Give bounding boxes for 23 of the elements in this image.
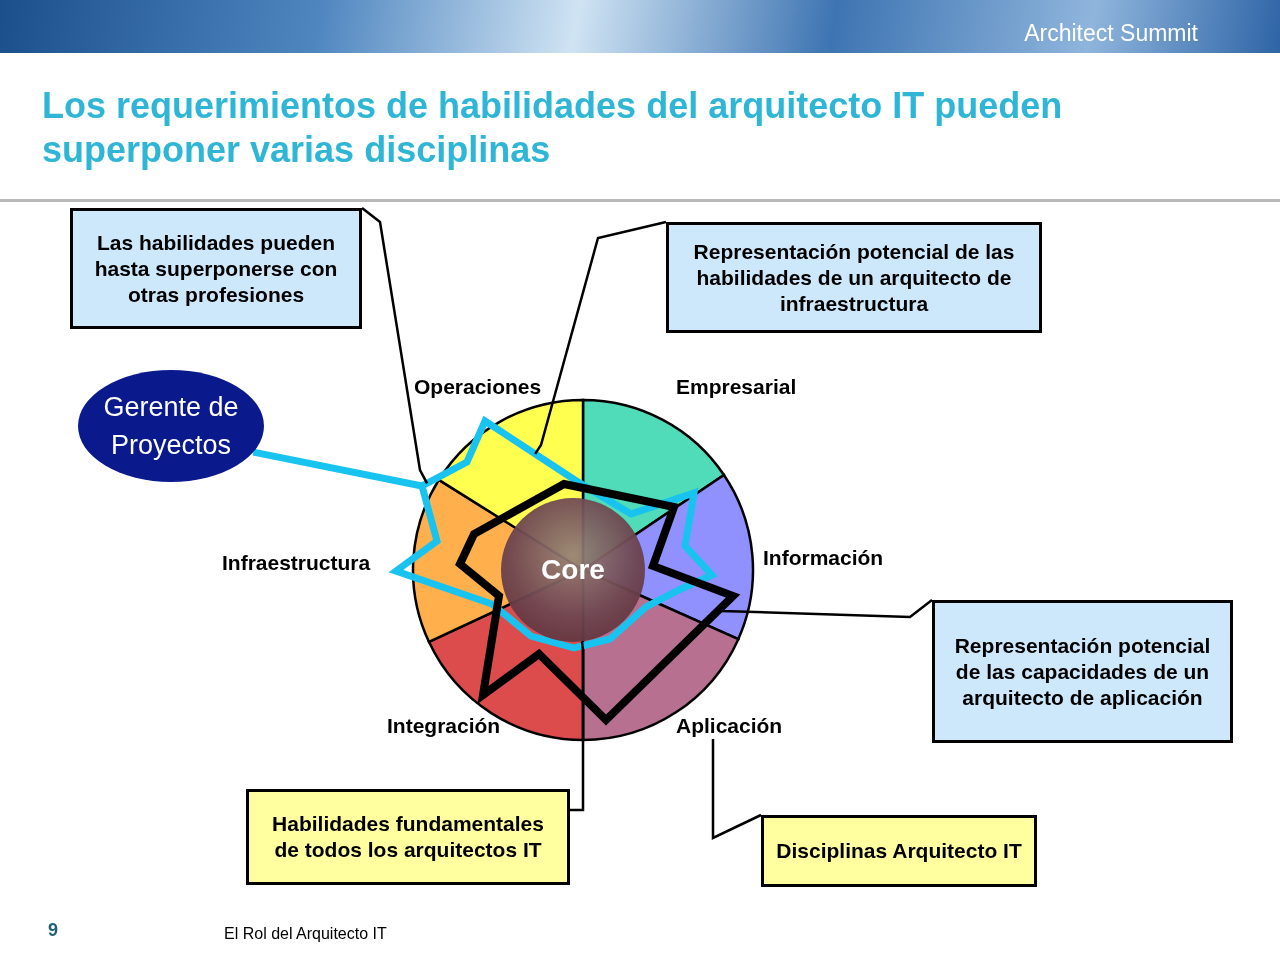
discipline-label: Empresarial <box>676 374 797 400</box>
skill-profile-polygon <box>388 415 718 652</box>
leader-line <box>718 599 933 619</box>
leader-line <box>711 739 762 840</box>
discipline-label: Operaciones <box>414 374 542 400</box>
page-number: 9 <box>48 920 58 941</box>
footer-text: El Rol del Arquitecto IT <box>224 925 387 943</box>
discipline-label: Aplicación <box>676 713 783 739</box>
connector-line <box>252 448 423 490</box>
discipline-label: Información <box>763 545 884 571</box>
callout-box: Representación potencial de las capacidades de un arquitecto de aplicación <box>932 600 1233 743</box>
callout-box: Las habilidades pueden hasta superponerse con otras profesiones <box>70 208 362 329</box>
callout-box: Habilidades fundamentales de todos los arquitectos IT <box>246 789 570 885</box>
role-ellipse: Gerente de Proyectos <box>78 370 264 482</box>
discipline-label: Infraestructura <box>222 550 371 576</box>
leader-line <box>570 641 585 812</box>
event-name: Architect Summit <box>1024 20 1198 47</box>
slide-title: Los requerimientos de habilidades del arquitecto IT pueden superponer varias disciplinas <box>42 84 1064 172</box>
leader-line <box>534 220 667 455</box>
callout-box: Representación potencial de las habilidades de un arquitecto de infraestructura <box>666 222 1042 333</box>
leader-line <box>361 207 429 484</box>
discipline-label: Integración <box>387 713 501 739</box>
callout-box: Disciplinas Arquitecto IT <box>761 815 1037 887</box>
